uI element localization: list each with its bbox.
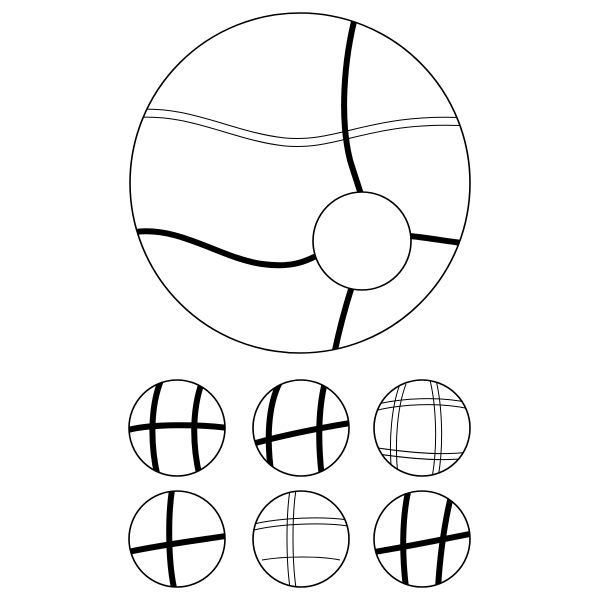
answer-option-5[interactable] [252, 490, 350, 588]
answer-option-3[interactable] [373, 379, 471, 478]
missing-piece-hole[interactable] [312, 191, 412, 291]
main-ball-seam-upper-inner [130, 116, 470, 148]
main-ball-seam-vertical-bottom [331, 285, 355, 353]
answer-option-1[interactable] [128, 378, 228, 478]
main-ball-seam-vertical-top [341, 13, 365, 199]
main-ball [129, 12, 471, 354]
main-ball-seam-horizontal-left [134, 228, 320, 269]
answer-option-2[interactable] [252, 379, 350, 478]
answer-option-4[interactable] [128, 490, 226, 588]
main-ball-outline [129, 12, 471, 354]
answer-option-6[interactable] [373, 490, 471, 588]
main-ball-seam-upper-outer [130, 108, 470, 140]
main-ball-seam-horizontal-right [409, 233, 463, 246]
